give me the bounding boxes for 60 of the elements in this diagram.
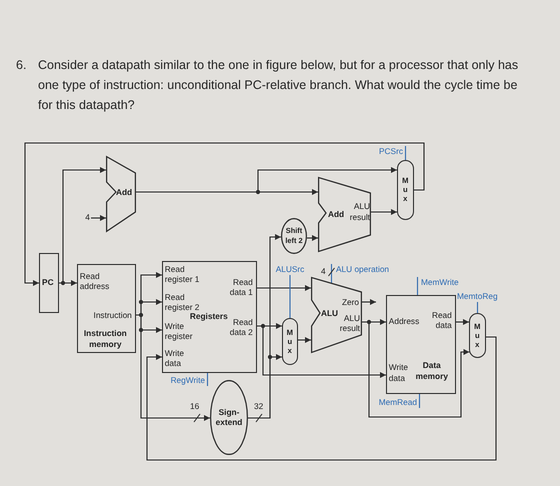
port-label: Read data 2 <box>228 316 253 337</box>
port-label: Address <box>388 316 420 326</box>
data-memory-box <box>386 295 456 394</box>
arrow <box>456 319 469 325</box>
port-label: ALU result <box>348 201 370 223</box>
signal-line <box>330 264 332 284</box>
register-file-box <box>162 261 257 373</box>
arrow <box>362 299 376 305</box>
signal-line <box>289 275 291 318</box>
multiplexer-shape <box>282 318 298 365</box>
multiplexer-shape <box>469 313 486 358</box>
unit-name: Instruction memory <box>83 328 128 350</box>
control-signal-label: PCSrc <box>379 146 406 157</box>
port-label: Instruction <box>92 310 132 320</box>
unit-name: Data memory <box>414 360 449 382</box>
unit-name: Registers <box>190 310 228 321</box>
control-signal-label: RegWrite <box>169 375 208 386</box>
signal-line <box>476 302 478 313</box>
question-text: Consider a datapath similar to the one in figure below, but for a processor that only has one type of instruction: unconditional PC-relative branch. What would the cycle time be for this datapath? <box>38 57 520 114</box>
unit-name: PC <box>41 276 54 287</box>
arrow <box>248 354 282 419</box>
control-signal-label: MemWrite <box>417 277 460 288</box>
unit-name: Add <box>328 209 346 219</box>
port-label: Write register <box>164 320 192 341</box>
control-signal-label: ALUSrc <box>275 264 305 275</box>
port-label: Read data <box>430 310 452 330</box>
port-label: Zero <box>340 297 359 307</box>
question-number: 6. <box>16 57 26 74</box>
port-label: Read register 2 <box>164 292 200 312</box>
bus-width-label: 4 <box>321 266 326 277</box>
signal-line <box>404 146 406 160</box>
bus-width-label: 16 <box>190 401 200 412</box>
unit-name: Sign-extend <box>215 407 243 427</box>
arrow <box>257 285 311 291</box>
register-box <box>39 253 59 313</box>
multiplexer-shape <box>397 160 414 220</box>
unit-name: Add <box>116 187 134 197</box>
port-label: ALU result <box>338 313 360 333</box>
port-label: Write data <box>164 348 186 368</box>
control-signal-label: MemRead <box>378 397 420 408</box>
arrow <box>91 215 106 221</box>
control-signal-label: MemtoReg <box>457 291 500 302</box>
instruction-memory-box <box>77 264 136 353</box>
port-label: Write data <box>388 362 410 384</box>
signal-line <box>418 394 420 408</box>
arrow <box>298 337 311 343</box>
control-signal-label: ALU operation <box>331 264 390 275</box>
bus-width-label: 32 <box>254 401 264 412</box>
arrow <box>24 142 425 286</box>
port-label: Read register 1 <box>164 264 200 284</box>
signal-line <box>206 373 208 386</box>
arrow <box>146 336 497 461</box>
port-label: Read data 1 <box>228 276 253 297</box>
arrow <box>59 167 106 284</box>
arrow <box>371 209 398 215</box>
signal-line <box>416 277 418 295</box>
constant-label: 4 <box>84 212 91 223</box>
port-label: Read address <box>80 270 110 291</box>
unit-name: ALU <box>321 308 340 318</box>
arrow <box>306 235 318 241</box>
